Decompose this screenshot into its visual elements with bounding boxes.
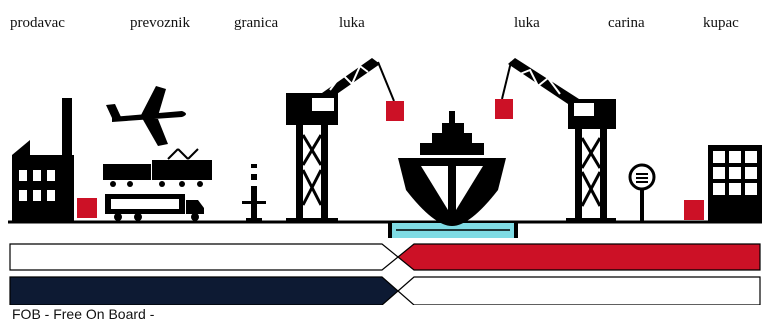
goods-crate-seller [77, 198, 97, 218]
crane-icon [286, 58, 395, 222]
label-seller: prodavac [10, 15, 65, 31]
cost-bar-buyer-segment [397, 243, 761, 271]
dock-wall-left [388, 222, 392, 238]
customs-sign-icon [628, 163, 656, 222]
dock-wall-right [514, 222, 518, 238]
factory-icon [12, 98, 74, 222]
goods-crate-buyer [684, 200, 704, 220]
crane-icon [501, 58, 616, 222]
label-border: granica [234, 15, 279, 31]
goods-crate-hoisted [386, 101, 404, 121]
cost-bar-seller-segment [9, 243, 399, 271]
border-barrier-icon [242, 164, 266, 222]
airplane-icon [106, 86, 186, 146]
train-icon [103, 148, 212, 187]
incoterm-scene [8, 58, 762, 305]
label-carrier: prevoznik [130, 15, 190, 31]
label-port-origin: luka [339, 15, 365, 31]
label-buyer: kupac [703, 15, 739, 31]
risk-bar-buyer-segment [397, 276, 761, 305]
ship-icon [398, 111, 506, 226]
truck-icon [105, 194, 204, 221]
incoterm-caption: FOB - Free On Board - [12, 306, 155, 322]
party-labels: prodavac prevoznik granica luka luka car… [0, 0, 762, 40]
label-port-destination: luka [514, 15, 540, 31]
goods-crate-unloaded [495, 99, 513, 119]
warehouse-icon [708, 145, 762, 222]
risk-bar-seller-segment [9, 276, 399, 305]
label-customs: carina [608, 15, 645, 31]
